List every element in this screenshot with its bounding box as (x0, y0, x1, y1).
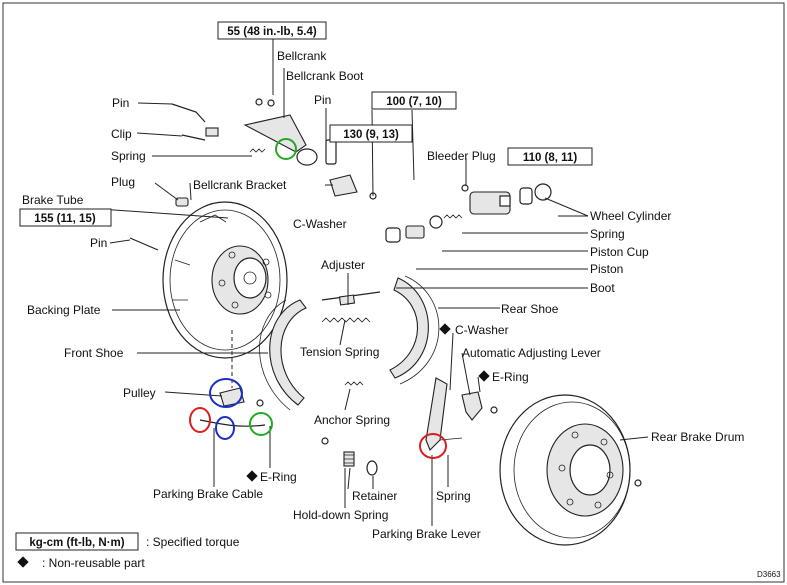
tension-spring-drawing (321, 317, 371, 323)
legend-unit-box (15, 532, 139, 551)
label-e-ring-bottom-group: E-Ring (246, 470, 297, 484)
adjuster-drawing (321, 291, 381, 306)
non-reusable-diamond-icon (246, 470, 258, 482)
label-pulley: Pulley (123, 386, 156, 400)
spring-top-drawing (249, 148, 266, 153)
highlight-circle-blue-pulley (209, 378, 243, 408)
torque-value-brake-tube: 155 (11, 15) (34, 213, 96, 225)
front-shoe-drawing (259, 299, 307, 411)
label-brake-tube: Brake Tube (22, 193, 84, 207)
label-bleeder-plug: Bleeder Plug (427, 149, 496, 163)
label-front-shoe: Front Shoe (64, 346, 124, 360)
non-reusable-diamond-icon (439, 323, 451, 335)
legend-unit-text: : Specified torque (146, 535, 240, 549)
label-clip: Clip (111, 127, 132, 141)
torque-box-bellcrank: 55 (48 in.-lb, 5.4) (217, 21, 327, 40)
label-pin-mid: Pin (314, 93, 331, 107)
legend-diamond-icon (17, 556, 29, 568)
label-pin-left: Pin (90, 236, 107, 250)
retainer-drawing (366, 460, 378, 476)
label-e-ring-bottom: E-Ring (260, 470, 297, 484)
plug-drawing (175, 197, 189, 207)
label-retainer: Retainer (352, 489, 397, 503)
highlight-circle-green-e-ring (249, 412, 273, 436)
label-boot: Boot (590, 281, 615, 295)
highlight-circle-red-lever (419, 433, 447, 459)
label-rear-shoe: Rear Shoe (501, 302, 559, 316)
legend-diamond-text: : Non-reusable part (42, 556, 145, 570)
backing-plate-drawing (162, 201, 288, 359)
label-c-washer-mid-group: C-Washer (439, 323, 509, 337)
wc-internals-left (385, 214, 463, 243)
label-parking-brake-lever: Parking Brake Lever (372, 527, 481, 541)
highlight-circle-red-cable-end (189, 407, 211, 433)
bellcrank-bracket-drawing (325, 139, 377, 200)
bellcrank-drawing (243, 98, 318, 166)
label-bellcrank: Bellcrank (277, 49, 327, 63)
label-hold-down-spring: Hold-down Spring (293, 508, 388, 522)
highlight-circle-green-bellcrank (275, 138, 297, 160)
torque-value-bracket: 130 (9, 13) (343, 129, 399, 141)
legend: kg-cm (ft-lb, N·m) : Specified torque : … (15, 532, 240, 570)
figure-code: D3663 (757, 570, 781, 579)
pin-top-drawing (171, 103, 206, 123)
label-c-washer-top: C-Washer (293, 217, 347, 231)
label-spring-top: Spring (111, 149, 146, 163)
torque-box-bleeder: 100 (7, 10) (371, 91, 457, 110)
label-pin-top: Pin (112, 96, 129, 110)
label-wheel-cylinder: Wheel Cylinder (590, 209, 671, 223)
highlight-circle-blue-cable (215, 416, 235, 440)
pin-bottom-drawing (321, 437, 329, 445)
label-bellcrank-boot: Bellcrank Boot (286, 69, 364, 83)
label-spring-wc: Spring (590, 227, 625, 241)
label-automatic-adjusting-lever: Automatic Adjusting Lever (462, 346, 601, 360)
non-reusable-diamond-icon (478, 370, 490, 382)
torque-value-bellcrank: 55 (48 in.-lb, 5.4) (227, 26, 317, 38)
torque-box-wheel-cylinder: 110 (8, 11) (507, 147, 593, 166)
label-piston: Piston (590, 262, 623, 276)
rear-shoe-drawing (389, 275, 440, 385)
label-backing-plate: Backing Plate (27, 303, 101, 317)
label-bellcrank-bracket: Bellcrank Bracket (193, 178, 287, 192)
label-tension-spring: Tension Spring (300, 345, 379, 359)
anchor-spring-drawing (344, 381, 364, 386)
label-anchor-spring: Anchor Spring (314, 413, 390, 427)
pin-left-drawing (129, 237, 159, 251)
clip-drawing (181, 127, 219, 141)
label-piston-cup: Piston Cup (590, 245, 649, 259)
hold-down-spring-drawing (343, 451, 355, 467)
label-e-ring-right-group: E-Ring (478, 370, 529, 384)
leader-lines (99, 36, 649, 526)
legend-unit-label: kg-cm (ft-lb, N·m) (29, 537, 124, 549)
rear-brake-drum-drawing (499, 394, 642, 546)
label-adjuster: Adjuster (321, 258, 365, 272)
label-spring-bottom: Spring (436, 489, 471, 503)
label-parking-brake-cable: Parking Brake Cable (153, 487, 263, 501)
label-c-washer-mid: C-Washer (455, 323, 509, 337)
torque-value-wheel-cylinder: 110 (8, 11) (523, 152, 578, 164)
label-plug: Plug (111, 175, 135, 189)
torque-box-bracket: 130 (9, 13) (329, 124, 413, 143)
torque-value-bleeder: 100 (7, 10) (386, 96, 442, 108)
torque-box-brake-tube: 155 (11, 15) (19, 208, 112, 227)
adjusting-lever-drawing (461, 391, 498, 421)
wheel-cylinder-drawing (461, 183, 552, 215)
label-rear-brake-drum: Rear Brake Drum (651, 430, 744, 444)
label-e-ring-right: E-Ring (492, 370, 529, 384)
